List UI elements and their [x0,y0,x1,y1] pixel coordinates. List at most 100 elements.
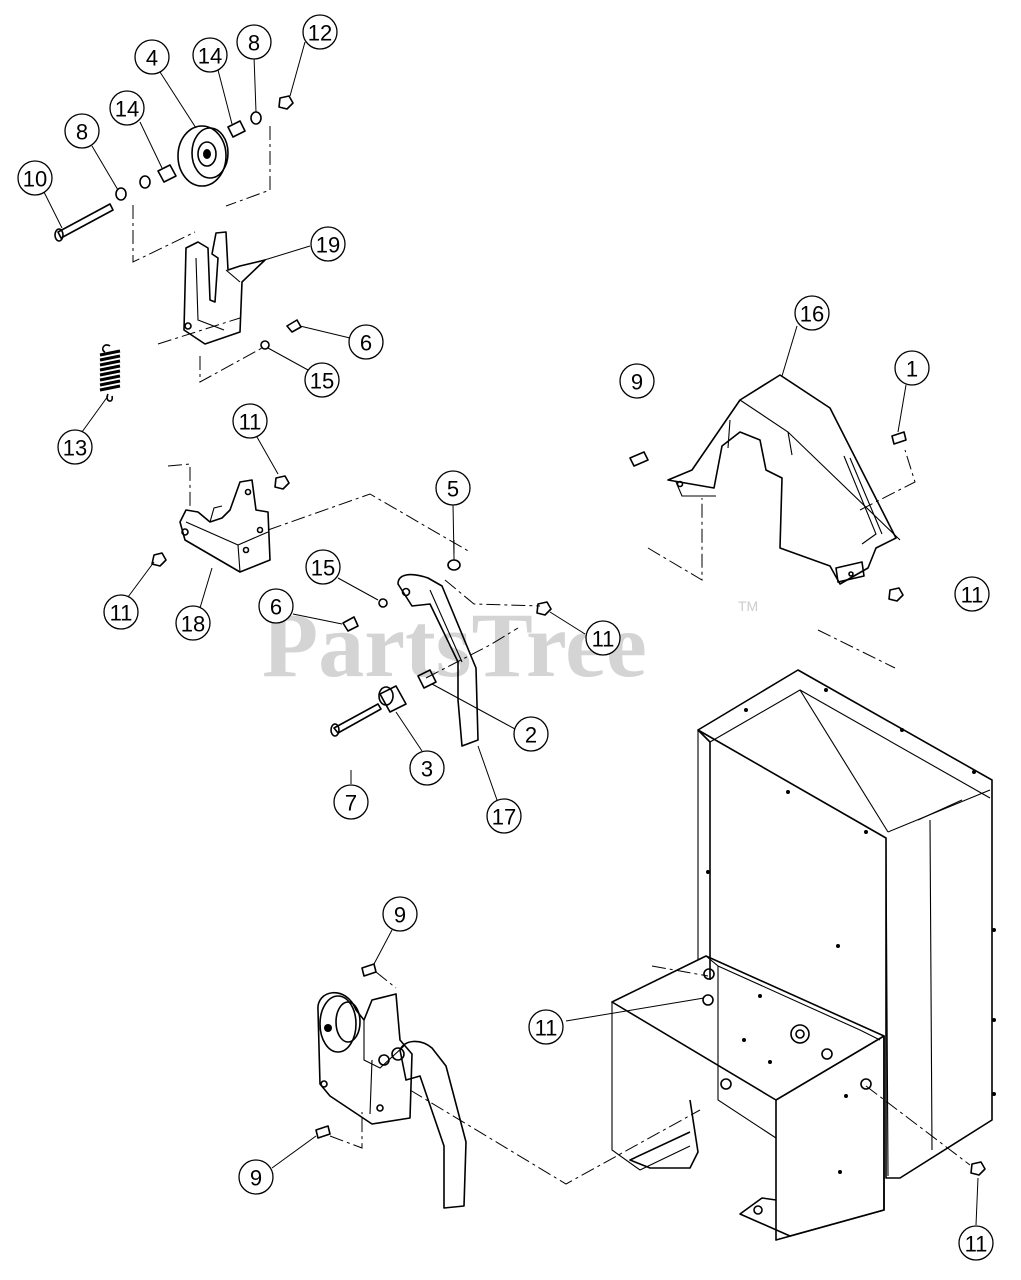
callout-part-2: 2 [513,716,549,752]
callout-circle [310,226,346,262]
watermark-trademark: TM [738,598,758,614]
callout-number: 17 [492,805,516,830]
callout-part-14: 14 [109,90,145,126]
callout-part-7: 7 [333,784,369,820]
callout-number: 3 [421,757,433,782]
callout-circle [333,784,369,820]
callout-number: 18 [181,612,205,637]
callout-number: 11 [239,410,262,435]
callout-circle [236,24,272,60]
callout-number: 9 [394,903,406,928]
spacer-part-14b [227,120,246,138]
cover-part-16 [667,374,916,585]
callout-number: 15 [311,556,335,581]
spring-part-13 [99,344,121,402]
callout-number: 19 [316,233,340,258]
callout-number: 7 [345,791,357,816]
callout-number: 8 [248,31,260,56]
callout-circle [958,1225,994,1261]
callout-part-6: 6 [258,588,294,624]
callout-part-8: 8 [64,113,100,149]
callout-part-11: 11 [232,403,268,439]
callout-number: 11 [965,1232,988,1257]
callout-number: 2 [525,723,537,748]
callout-number: 4 [146,46,158,71]
callout-circle [57,429,93,465]
callout-part-9: 9 [382,896,418,932]
callout-circle [109,90,145,126]
callout-circle [435,470,471,506]
callout-circle [134,39,170,75]
callout-number: 9 [250,1166,262,1191]
callout-circle [409,750,445,786]
callout-circle [585,620,621,656]
callout-part-11: 11 [954,576,990,612]
callout-part-5: 5 [435,470,471,506]
callout-circle [302,14,338,50]
washer-part-8b [139,175,151,189]
callout-number: 10 [23,167,47,192]
callout-number: 11 [535,1016,558,1041]
washer-part-15 [378,598,388,608]
callout-number: 16 [800,302,824,327]
washer-part-8c [250,111,262,125]
assembled-idler-view [315,963,701,1209]
idler-pulley-assembly [54,95,302,402]
callout-number: 11 [592,627,615,652]
callout-number: 8 [76,120,88,145]
callout-part-4: 4 [134,39,170,75]
nut-part-11-b [151,552,167,567]
callout-circle [348,324,384,360]
callout-number: 6 [270,595,282,620]
washer-part-8 [115,187,127,201]
lever-part-17 [397,573,479,747]
callout-part-1: 1 [894,350,930,386]
callout-part-16: 16 [794,295,830,331]
screw-part-9-top [629,451,649,467]
callout-number: 11 [961,583,984,608]
callout-part-15: 15 [305,549,341,585]
callout-number: 14 [115,97,139,122]
nut-part-11-d [888,587,904,602]
callout-circle [103,594,139,630]
callout-circle [304,362,340,398]
callout-part-18: 18 [175,605,211,641]
bracket-part-19 [183,231,266,345]
callout-part-11: 11 [585,620,621,656]
callout-part-11: 11 [103,594,139,630]
screw-part-6b [342,616,359,632]
callout-circle [192,37,228,73]
callout-number: 14 [198,44,222,69]
callout-circle [238,1159,274,1195]
callout-part-19: 19 [310,226,346,262]
callout-part-9: 9 [619,363,655,399]
callout-circle [382,896,418,932]
callout-part-8: 8 [236,24,272,60]
callout-part-12: 12 [302,14,338,50]
callout-circle [794,295,830,331]
callout-part-13: 13 [57,429,93,465]
bushing-part-3 [378,685,407,713]
callout-part-3: 3 [409,750,445,786]
callout-part-6: 6 [348,324,384,360]
nut-part-11-c [536,601,552,616]
callout-number: 1 [906,357,918,382]
callout-circle [17,160,53,196]
callout-circle [528,1009,564,1045]
main-housing [611,669,996,1241]
callout-number: 9 [631,370,643,395]
callout-part-11: 11 [958,1225,994,1261]
spacer-part-14 [157,164,177,183]
callout-number: 5 [447,477,459,502]
callout-circle [232,403,268,439]
callout-number: 12 [308,21,332,46]
callout-circle [175,605,211,641]
spacer-part-2 [417,669,437,689]
washer-part-5 [447,559,461,571]
bolt-part-7 [333,703,382,734]
pulley-part-4 [177,125,229,187]
clip-part-1 [891,431,907,445]
callout-circle [64,113,100,149]
